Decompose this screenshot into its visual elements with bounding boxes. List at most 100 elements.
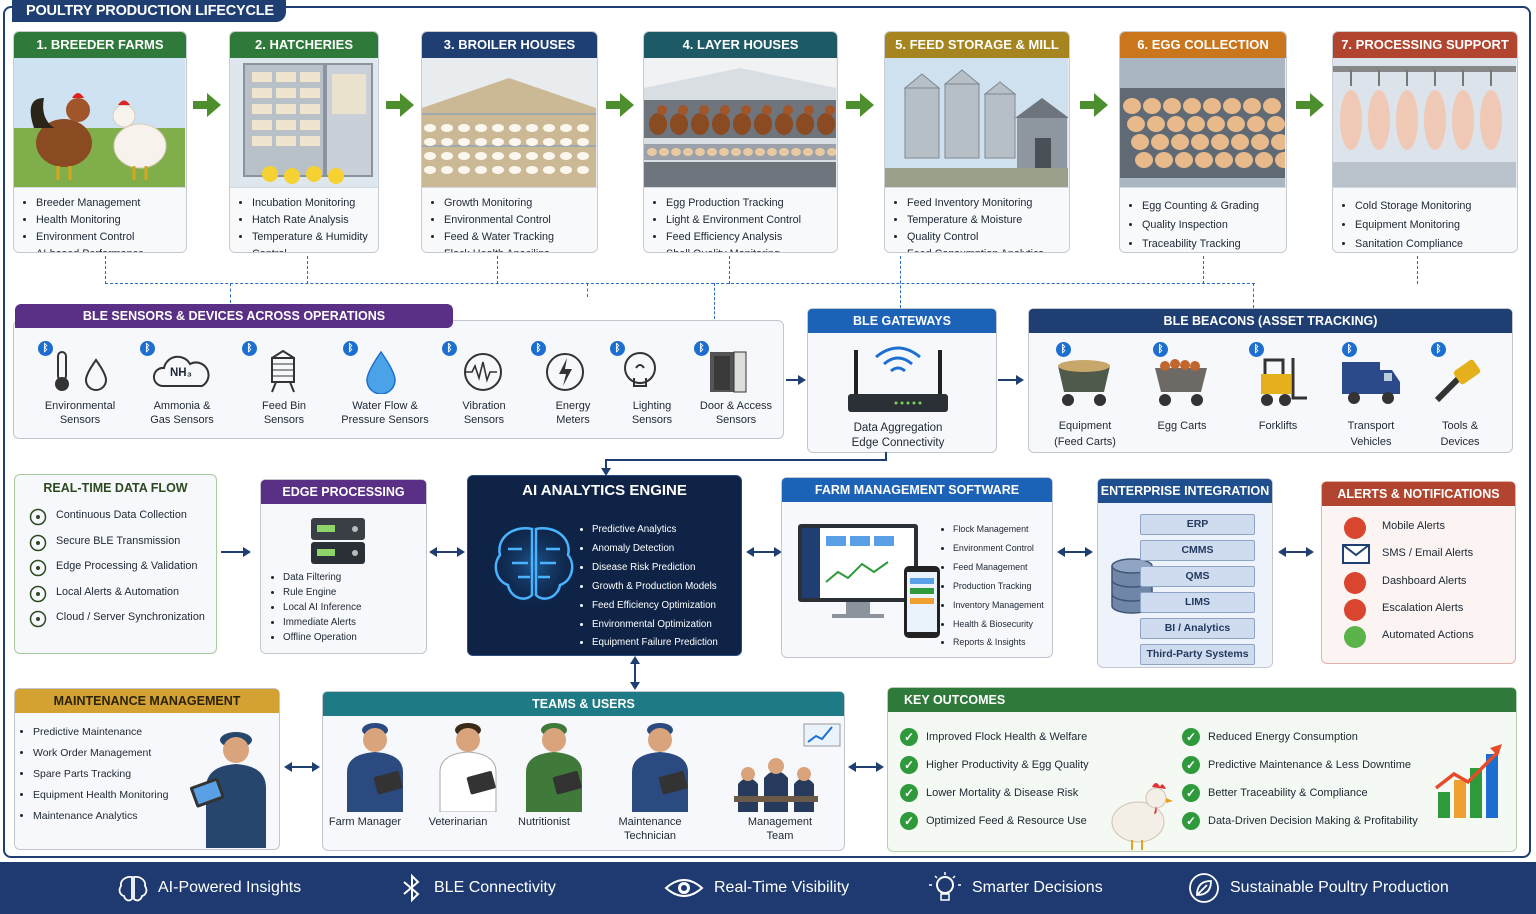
arrow-fms-enterprise [1057,547,1093,557]
list-item: Rule Engine [283,585,361,600]
sensor-label-line: Sensors [59,414,101,426]
sensor-label-line: Pressure Sensors [341,414,429,426]
list-item: Equipment Failure Prediction [592,634,718,653]
stage-list-item: Feed Consumption Analytics [907,246,1069,252]
bluetooth-icon: ᛒ [694,341,709,356]
alerts-title: ALERTS & NOTIFICATIONS [1322,482,1515,506]
maintenance-title: MAINTENANCE MANAGEMENT [15,689,279,713]
team-member-illustration [624,718,704,817]
stage-list: Breeder ManagementHealth MonitoringEnvir… [14,188,186,252]
list-item: Offline Operation [283,630,361,645]
footer-label: Sustainable Poultry Production [1230,879,1449,896]
stage-title: 3. BROILER HOUSES [422,32,597,58]
edge-list: Data FilteringRule EngineLocal AI Infere… [283,570,361,645]
sensor-label: Ammonia &Gas Sensors [136,399,228,427]
check-icon: ✓ [900,784,918,802]
outcome-item: ✓Improved Flock Health & Welfare [900,728,1087,746]
team-member-label: Nutritionist [500,815,588,829]
stage-title: 5. FEED STORAGE & MILL [885,32,1069,58]
stage-card-broiler: 3. BROILER HOUSESGrowth MonitoringEnviro… [421,31,598,253]
ble-gateways-title: BLE GATEWAYS [808,309,996,333]
stage-list-item: Hatch Rate Analysis [252,212,378,229]
outcome-text: Data-Driven Decision Making & Profitabil… [1208,814,1418,827]
list-item: Inventory Management [953,596,1044,615]
footer-item: Real-Time Visibility [664,862,849,914]
realtime-panel [14,474,217,654]
outcome-text: Optimized Feed & Resource Use [926,814,1087,827]
list-item: Equipment Health Monitoring [33,785,168,806]
beacon-label-line: Tools & [1441,420,1479,432]
beacon-label-line: Egg Carts [1157,420,1207,432]
ai-title: AI ANALYTICS ENGINE [522,482,687,499]
fms-title: FARM MANAGEMENT SOFTWARE [782,478,1052,502]
alert-item: Escalation Alerts [1382,601,1464,614]
arrow-teams-outcomes [848,762,884,772]
ble-beacons-title: BLE BEACONS (ASSET TRACKING) [1029,309,1512,333]
alert-item: Dashboard Alerts [1382,574,1467,587]
lightbulb-icon [622,350,686,399]
arrow-enterprise-alerts [1278,547,1314,557]
sensor-label-line: Gas Sensors [150,414,214,426]
sensor-label-line: Water Flow & [352,400,418,412]
list-item: Work Order Management [33,743,168,764]
stage-list: Feed Inventory MonitoringTemperature & M… [885,188,1069,252]
alert-item: Mobile Alerts [1382,520,1445,532]
beacon-label-line: (Feed Carts) [1054,436,1116,448]
outcomes-panel [887,687,1517,852]
stage-title: 4. LAYER HOUSES [644,32,837,58]
stage-list: Egg Counting & GradingQuality Inspection… [1120,188,1286,252]
arrow-ai-fms [746,547,782,557]
stage-list-item: Temperature & Moisture [907,212,1069,229]
stage-title: 2. HATCHERIES [230,32,378,58]
dashed-bus [105,283,1255,284]
team-member-illustration [339,718,419,817]
stage-card-feed: 5. FEED STORAGE & MILL Feed Inventory Mon… [884,31,1070,253]
cloud-sync-icon [29,610,47,633]
bluetooth-icon: ᛒ [610,341,625,356]
list-item: Feed Efficiency Optimization [592,597,718,616]
stage-illustration-egg [1120,58,1286,188]
ai-list: Predictive AnalyticsAnomaly DetectionDis… [592,521,718,653]
lightning-icon [543,350,607,399]
arrow-maint-teams [284,762,320,772]
bluetooth-icon: ᛒ [442,341,457,356]
realtime-item: Local Alerts & Automation [56,585,180,598]
outcome-text: Better Traceability & Compliance [1208,786,1368,799]
page-title: POULTRY PRODUCTION LIFECYCLE [12,0,286,22]
arrow-to-gateways [786,375,806,385]
list-item: Feed Management [953,558,1044,577]
enterprise-system-box: Third-Party Systems [1140,644,1255,665]
nh3-glyph: NH₃ [170,367,192,379]
outcome-text: Predictive Maintenance & Less Downtime [1208,758,1411,771]
sensor-label-line: Vibration [462,400,506,412]
stage-card-layer: 4. LAYER HOUSESEgg Production TrackingLi… [643,31,838,253]
arrow-ai-teams [630,656,640,690]
team-label-line: Farm Manager [328,816,402,828]
clock-icon [29,508,47,531]
check-icon: ✓ [900,728,918,746]
outcome-item: ✓Reduced Energy Consumption [1182,728,1358,746]
beacon-label: Tools &Devices [1414,418,1506,450]
sensor-label: Water Flow & Pressure Sensors [339,399,431,427]
cpu-icon [29,559,47,582]
bluetooth-icon [403,873,420,903]
list-item: Immediate Alerts [283,615,361,630]
team-label-line: Nutritionist [518,816,570,828]
sensor-label-line: Sensors [263,414,305,426]
footer-label: BLE Connectivity [434,879,556,896]
stage-illustration-hatchery [230,58,378,188]
outcome-item: ✓Better Traceability & Compliance [1182,784,1368,802]
stage-title: 1. BREEDER FARMS [14,32,186,58]
stage-list-item: AI-based Performance Analytics [36,246,186,252]
arrow-to-beacons [998,375,1024,385]
list-item: Predictive Maintenance [33,722,168,743]
bluetooth-icon: ᛒ [1153,342,1168,357]
list-item: Predictive Analytics [592,521,718,540]
team-member-illustration [518,718,598,817]
bluetooth-icon: ᛒ [140,341,155,356]
